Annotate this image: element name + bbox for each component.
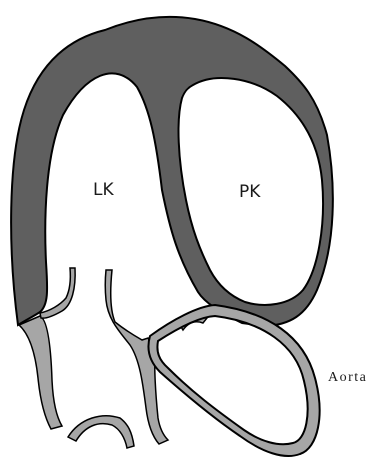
aorta-vessel [148, 305, 319, 456]
left-ventricle-label: LK [93, 182, 114, 199]
right-ventricle-label: PK [239, 184, 260, 201]
bottom-arch [68, 416, 134, 448]
left-valve-leaflet [19, 316, 62, 429]
aorta-label: Aorta [328, 371, 367, 385]
